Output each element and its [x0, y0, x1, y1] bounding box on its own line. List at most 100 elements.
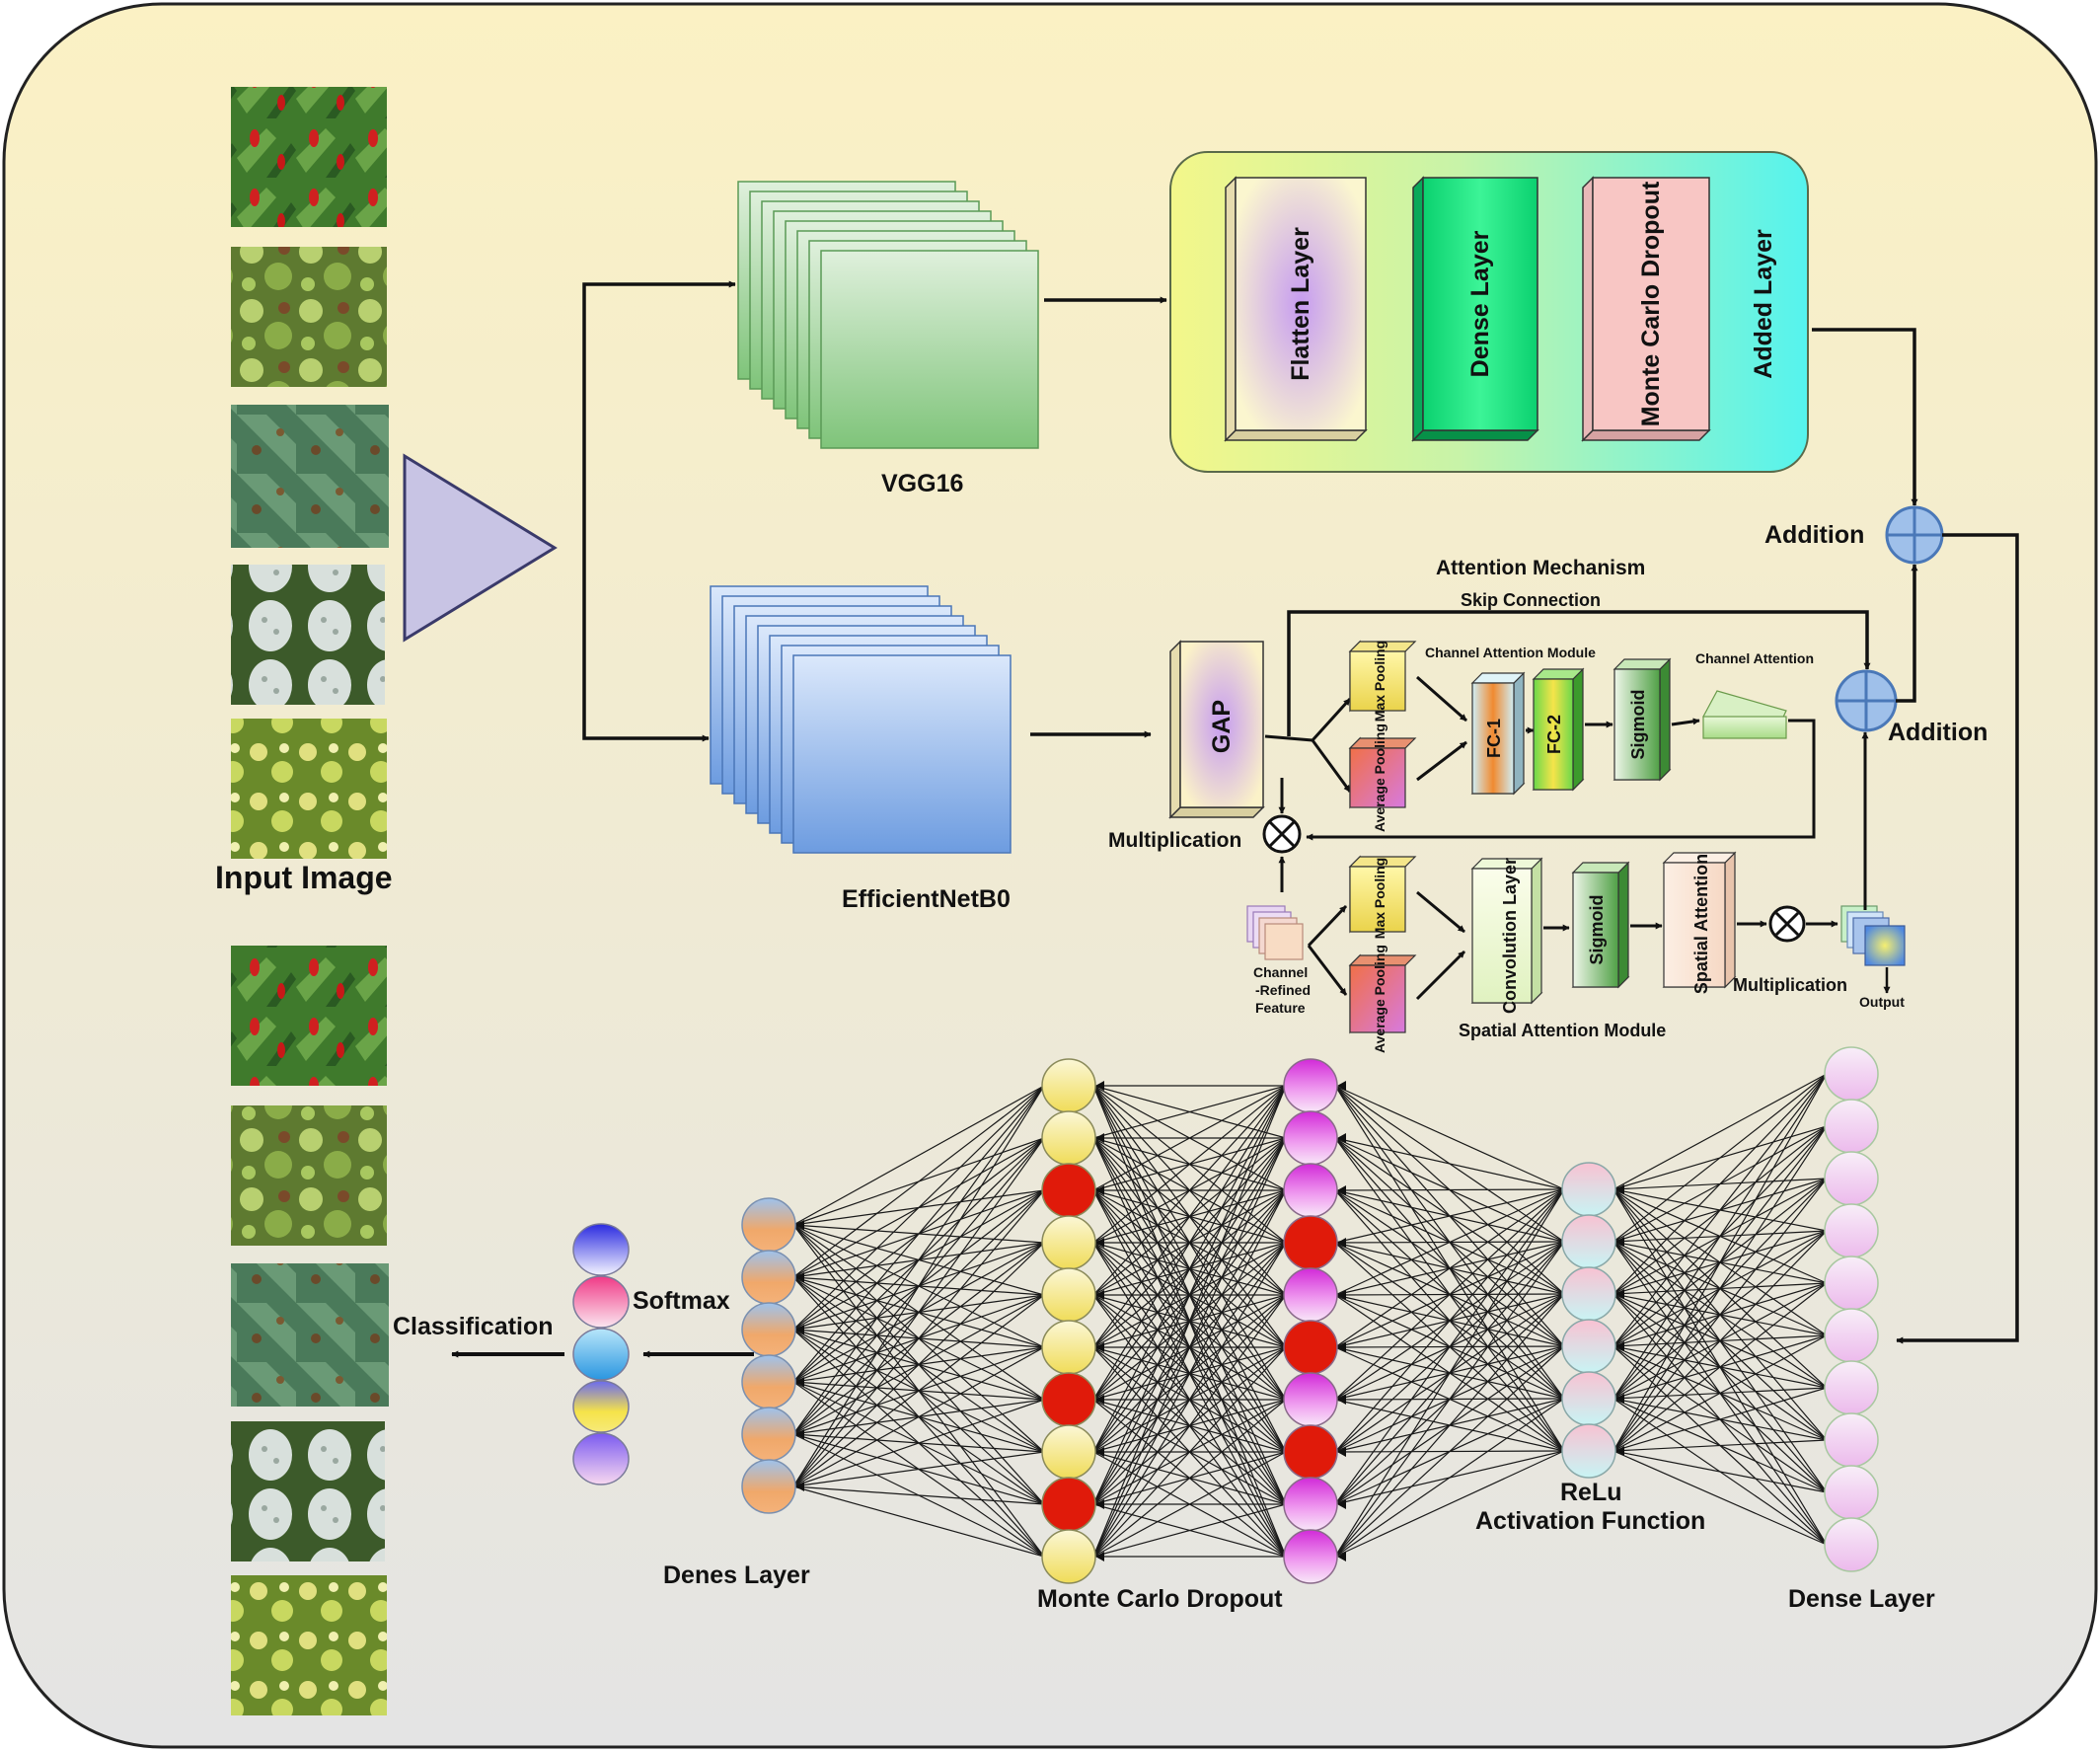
- mc1-denes-edge-9-4: [792, 1433, 1045, 1558]
- mc1-denes-edge-4-0: [792, 1224, 1045, 1296]
- mc1-denes-edge-8-0: [792, 1224, 1045, 1505]
- mc-dropout-1-node-1: [1041, 1058, 1096, 1113]
- convolution-layer-block: Convolution Layer: [1470, 857, 1543, 1014]
- relu-mc2-edge-0-0: [1334, 1085, 1565, 1190]
- multiplication-channel-label: Multiplication: [1108, 829, 1241, 852]
- spatial-max-pooling-label: Max Pooling: [1372, 858, 1388, 939]
- relu-mc2-arrowhead-1: [1337, 1133, 1346, 1143]
- fc1-label: FC-1: [1484, 719, 1504, 758]
- dense-layer-node-5: [1824, 1256, 1879, 1311]
- mc-dropout-1-node-2: [1041, 1110, 1096, 1166]
- refined-to-max-pooling-arrow: [1307, 904, 1348, 948]
- efficientnet-feature-map-8: [792, 654, 1012, 854]
- efficientnetb0-feature-maps: [710, 585, 1012, 854]
- flatten-layer-label: Flatten Layer: [1287, 227, 1314, 381]
- dense-layer-node-8: [1824, 1412, 1879, 1468]
- mc2-mc1-edge-9-6: [1092, 1399, 1287, 1558]
- monte-carlo-dropout-top-block: Monte Carlo Dropout: [1581, 176, 1711, 442]
- mc2-mc1-edge-9-2: [1092, 1189, 1287, 1558]
- mc2-mc1-edge-9-8: [1092, 1503, 1287, 1558]
- dense-layer-bottom-label: Dense Layer: [1788, 1585, 1935, 1613]
- denes-layer-node-6: [741, 1459, 796, 1514]
- dense-relu-edge-9-2: [1612, 1293, 1828, 1546]
- relu-mc2-edge-5-0: [1334, 1085, 1565, 1452]
- dense-relu-edge-2-0: [1612, 1178, 1828, 1190]
- relu-mc2-edge-5-5: [1334, 1346, 1565, 1452]
- denes-layer-node-3: [741, 1302, 796, 1357]
- dense-relu-edge-6-0: [1612, 1188, 1828, 1389]
- input-image-chili: [231, 87, 387, 227]
- multiplication-spatial-node: [1768, 905, 1806, 943]
- mc1-denes-arrowhead-5: [795, 1482, 804, 1491]
- mc1-denes-edge-7-0: [792, 1224, 1045, 1453]
- relu-mc2-edge-5-4: [1334, 1294, 1565, 1452]
- mc1-denes-edge-0-0: [792, 1085, 1045, 1226]
- class-image-chili: [231, 946, 387, 1086]
- mc-dropout-1-node-8: [1041, 1424, 1096, 1480]
- mc-dropout-2-node-3: [1283, 1163, 1338, 1218]
- relu-layer-node-3: [1561, 1266, 1616, 1322]
- gap-block: GAP: [1168, 640, 1265, 819]
- class-image-whitefly: [231, 1421, 385, 1561]
- addition-top-node: [1885, 505, 1944, 565]
- relu-label: ReLu: [1560, 1479, 1622, 1506]
- mc2-mc1-edge-2-0: [1092, 1085, 1287, 1191]
- dense-relu-arrowhead-1: [1615, 1237, 1624, 1247]
- input-image-whitefly: [231, 565, 385, 705]
- convolution-layer-label: Convolution Layer: [1500, 858, 1520, 1014]
- monte-carlo-dropout-bottom-label: Monte Carlo Dropout: [1037, 1585, 1283, 1613]
- network-nodes: [572, 1046, 1879, 1584]
- channel-attention-label-line: Channel Attention: [1695, 650, 1814, 666]
- relu-mc2-arrowhead-3: [1337, 1238, 1346, 1248]
- channel-attention-to-multiplication-arrow: [1306, 719, 1816, 841]
- fc1-block: FC-1: [1470, 671, 1526, 796]
- denes-layer-node-2: [741, 1250, 796, 1305]
- dense-relu-edge-1-0: [1612, 1125, 1828, 1190]
- mc2-mc1-arrowhead-2: [1095, 1185, 1104, 1195]
- mc2-mc1-edge-5-0: [1092, 1085, 1287, 1348]
- spatial-attention-block: Spatial Attention: [1662, 851, 1737, 994]
- relu-layer-node-1: [1561, 1162, 1616, 1217]
- relu-mc2-arrowhead-6: [1337, 1395, 1346, 1405]
- relu-mc2-edge-5-2: [1334, 1189, 1565, 1452]
- mc1-denes-arrowhead-4: [795, 1429, 804, 1439]
- relu-mc2-arrowhead-4: [1337, 1290, 1346, 1300]
- relu-mc2-edge-3-0: [1334, 1085, 1565, 1347]
- mc-dropout-1-node-7: [1041, 1372, 1096, 1427]
- addition-to-dense-arrow: [1896, 533, 2019, 1344]
- mc1-denes-edge-9-1: [792, 1276, 1045, 1558]
- channel-max-pooling-label: Max Pooling: [1372, 641, 1388, 722]
- gap-to-max-pooling-arrow: [1311, 697, 1352, 742]
- skip-connection-arrow: [1287, 610, 1871, 736]
- dense-layer-node-3: [1824, 1151, 1879, 1206]
- gap-to-avg-pooling-arrow: [1311, 739, 1352, 793]
- multiplication-channel-node: [1262, 814, 1302, 854]
- mc1-denes-arrowhead-1: [795, 1272, 804, 1282]
- dense-relu-edge-3-0: [1612, 1188, 1828, 1232]
- dense-layer-node-7: [1824, 1360, 1879, 1415]
- addition-mid-label: Addition: [1888, 719, 1988, 746]
- dense-layer-node-4: [1824, 1203, 1879, 1258]
- efficientnetb0-label: EfficientNetB0: [842, 885, 1011, 913]
- added-layer-label: Added Layer: [1750, 229, 1777, 379]
- mc-dropout-1-node-9: [1041, 1477, 1096, 1532]
- dense-layer-node-2: [1824, 1099, 1879, 1154]
- dense-layer-node-6: [1824, 1308, 1879, 1363]
- mc2-mc1-arrowhead-7: [1095, 1447, 1104, 1457]
- mc1-denes-edge-6-0: [792, 1224, 1045, 1401]
- dense-relu-arrowhead-5: [1615, 1446, 1624, 1456]
- mc2-mc1-edge-9-4: [1092, 1294, 1287, 1558]
- spatial-average-pooling-block: Average Pooling: [1348, 945, 1417, 1053]
- fc2-label: FC-2: [1544, 715, 1564, 754]
- channel-sigmoid-block: Sigmoid: [1612, 657, 1672, 782]
- mc1-denes-arrowhead-3: [795, 1377, 804, 1387]
- added-to-addition-arrow: [1812, 328, 1918, 506]
- dense-relu-arrowhead-3: [1615, 1341, 1624, 1351]
- relu-mc2-arrowhead-5: [1337, 1342, 1346, 1352]
- dense-relu-edge-9-4: [1612, 1398, 1828, 1546]
- dense-layer-top-block: Dense Layer: [1411, 176, 1539, 442]
- mc1-denes-edge-9-0: [792, 1224, 1045, 1558]
- input-image-yellowing: [231, 719, 387, 859]
- spatial-attention-label: Spatial Attention: [1691, 854, 1711, 994]
